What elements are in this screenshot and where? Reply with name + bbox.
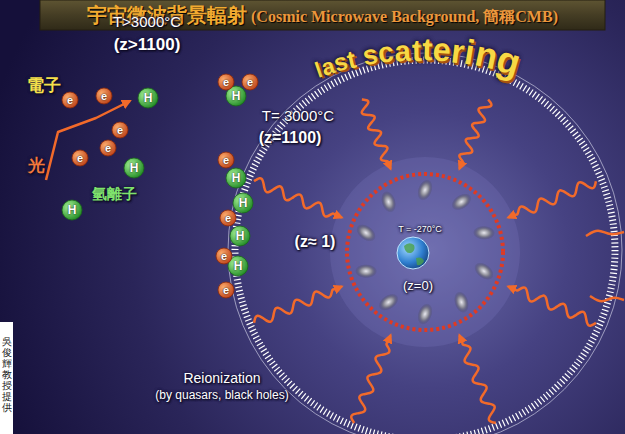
inner-glow [330,157,520,347]
hydrogen-symbol: H [236,230,245,242]
photon-wave [351,335,390,423]
arc-letter: t [422,34,433,66]
arc-letter: e [432,33,452,67]
hydrogen-sphere [233,193,253,213]
temperature-label: T>3000°C [113,13,181,30]
redshift-label: (z=1100) [259,129,322,147]
photon-wave [254,178,342,217]
redshift-label: (z≈ 1) [295,233,336,251]
electron-sphere [218,282,234,298]
galaxy [415,177,436,203]
electron-sphere [220,210,236,226]
electron-sphere [218,152,234,168]
photon-wave [254,286,342,322]
electron-symbol: e [225,213,231,224]
electron-symbol: e [77,153,83,164]
hydrogen-symbol: H [239,197,248,209]
page-margin [0,322,13,434]
redshift-label: (z>1100) [114,35,181,55]
galaxy [379,189,399,214]
galaxy [353,221,379,245]
photon-wave [362,100,391,169]
arc-letter: c [377,38,396,68]
electron-sphere [242,74,258,90]
reionization-ring [347,174,503,330]
galaxy [471,259,497,284]
galaxy [415,301,436,326]
title-bar [40,0,605,30]
electron-sphere [112,122,128,138]
photon-wave [459,335,495,423]
electron-symbol: e [117,125,123,136]
galaxy [448,190,474,214]
hydrogen-symbol: H [68,204,77,216]
photon-path [46,101,130,180]
galaxy [376,290,402,314]
hydrogen-symbol: H [234,260,243,272]
epoch-note: (by quasars, black holes) [155,389,288,403]
outer-circle [228,53,622,434]
galaxy [452,290,472,315]
arc-letter: a [394,36,412,66]
hydrogen-sphere [226,168,246,188]
electron-sphere [72,150,88,166]
electron-symbol: e [247,77,253,88]
electron-sphere [96,88,112,104]
electron-label: 電子 [27,76,61,96]
electron-sphere [62,92,78,108]
galaxy [473,225,495,240]
hydrogen-sphere [62,200,82,220]
photon-wave [508,181,596,217]
earth-land [404,243,424,265]
hydrogen-sphere [138,88,158,108]
redshift-label: (z=0) [403,279,433,294]
last-scattering-ring [235,60,615,434]
epoch-label: Reionization [183,370,260,386]
electron-sphere [216,248,232,264]
electron-symbol: e [101,91,107,102]
photon-wave [586,231,624,236]
electron-symbol: e [223,285,229,296]
galaxy [355,264,377,278]
title-english: (Cosmic Microwave Background, 簡稱CMB) [247,8,558,25]
hydrogen-symbol: H [232,90,241,102]
temperature-label: T= 3000°C [262,107,334,124]
electron-symbol: e [105,143,111,154]
electron-symbol: e [223,77,229,88]
hydrogen-sphere [230,226,250,246]
hydrogen-ion-label: 氫離子 [92,186,137,203]
hydrogen-symbol: H [232,172,241,184]
arc-letter: t [411,35,422,66]
photon-wave [459,100,491,169]
electron-symbol: e [221,251,227,262]
hydrogen-symbol: H [144,92,153,104]
hydrogen-symbol: H [130,162,139,174]
electron-sphere [100,140,116,156]
hydrogen-sphere [124,158,144,178]
electron-sphere [218,74,234,90]
photon-wave [590,296,624,301]
electron-symbol: e [67,95,73,106]
temperature-label: T = -270°C [398,224,442,234]
earth [397,237,429,269]
electron-symbol: e [223,155,229,166]
photon-wave [508,286,596,325]
light-label: 光 [28,156,45,176]
credit-text: 吳俊輝教授提供 [2,336,12,413]
